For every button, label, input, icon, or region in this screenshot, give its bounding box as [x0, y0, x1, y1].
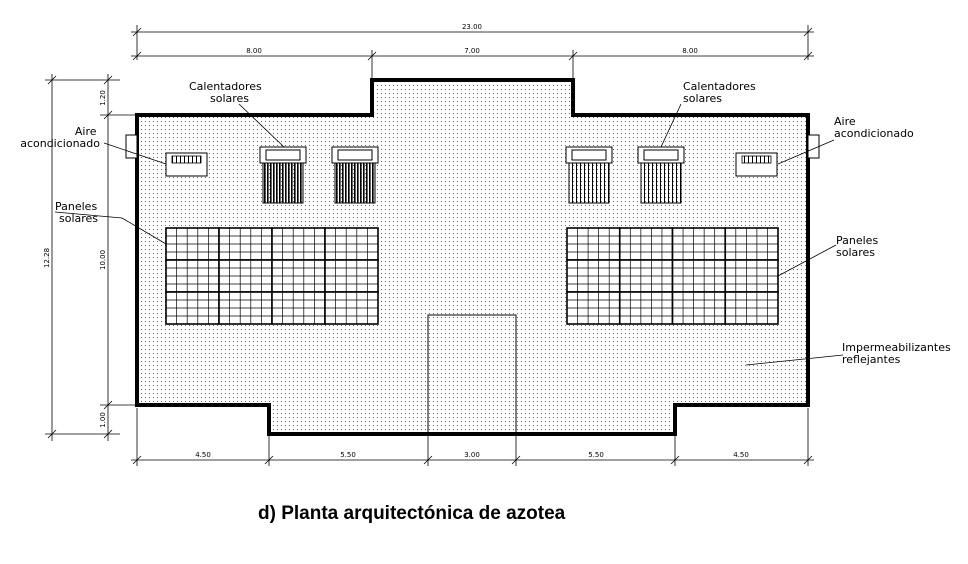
solar-panel-module: [324, 259, 379, 293]
solar-panel-module: [566, 259, 621, 293]
solar-panel-module: [324, 291, 379, 325]
dim-bottom-2: 5.50: [340, 451, 356, 459]
dim-left-top: 1.20: [99, 90, 107, 106]
solar-panel-module: [671, 259, 727, 293]
solar-heater-4: [637, 146, 685, 204]
ac-connector-right: [807, 134, 820, 159]
solar-panel-module: [271, 227, 326, 261]
solar-panel-module: [165, 291, 220, 325]
solar-heater-2: [331, 146, 379, 204]
solar-panel-module: [724, 259, 779, 293]
drawing-caption: d) Planta arquitectónica de azotea: [258, 503, 566, 524]
dim-bottom-4: 5.50: [588, 451, 604, 459]
leader-lines: [54, 103, 844, 366]
solar-panel-module: [671, 291, 727, 325]
dim-bottom-5: 4.50: [733, 451, 749, 459]
solar-panel-module: [271, 259, 326, 293]
solar-panel-module: [618, 259, 674, 293]
dim-left-bottom: 1.00: [99, 412, 107, 428]
solar-panel-module: [324, 227, 379, 261]
solar-panel-array-right: [566, 227, 779, 325]
solar-heater-3: [565, 146, 613, 204]
dim-top-left: 8.00: [246, 47, 262, 55]
ac-unit-left: [165, 152, 208, 177]
solar-panel-module: [618, 227, 674, 261]
ac-unit-right: [735, 152, 778, 177]
dim-bottom-3: 3.00: [464, 451, 480, 459]
label-ac-left: Aire acondicionado: [20, 125, 100, 150]
dim-bottom-1: 4.50: [195, 451, 211, 459]
label-solar-panels-right: Paneles solares: [836, 234, 882, 259]
dim-left-middle: 10.00: [99, 250, 107, 270]
dimension-lines: [45, 25, 814, 466]
solar-panel-module: [618, 291, 674, 325]
ac-connector-left: [125, 134, 138, 159]
solar-panel-module: [724, 291, 779, 325]
label-solar-heaters-right: Calentadores solares: [683, 80, 759, 105]
solar-panel-module: [218, 227, 273, 261]
solar-panel-module: [724, 227, 779, 261]
label-solar-heaters-left: Calentadores solares: [189, 80, 265, 105]
solar-heater-1: [259, 146, 307, 204]
solar-panel-module: [165, 259, 220, 293]
label-waterproofing: Impermeabilizantes reflejantes: [842, 341, 954, 366]
label-ac-right: Aire acondicionado: [834, 115, 914, 140]
solar-panel-module: [165, 227, 220, 261]
solar-panel-module: [671, 227, 727, 261]
roof-access-box: [427, 314, 517, 435]
label-solar-panels-left: Paneles solares: [55, 200, 101, 225]
solar-panel-module: [218, 259, 273, 293]
solar-panel-array-left: [165, 227, 379, 325]
dim-top-total: 23.00: [462, 23, 482, 31]
solar-panel-module: [566, 227, 621, 261]
solar-panel-module: [218, 291, 273, 325]
dim-top-right: 8.00: [682, 47, 698, 55]
solar-panel-module: [271, 291, 326, 325]
dim-top-center: 7.00: [464, 47, 480, 55]
dim-left-total: 12.28: [43, 248, 51, 268]
solar-panel-module: [566, 291, 621, 325]
